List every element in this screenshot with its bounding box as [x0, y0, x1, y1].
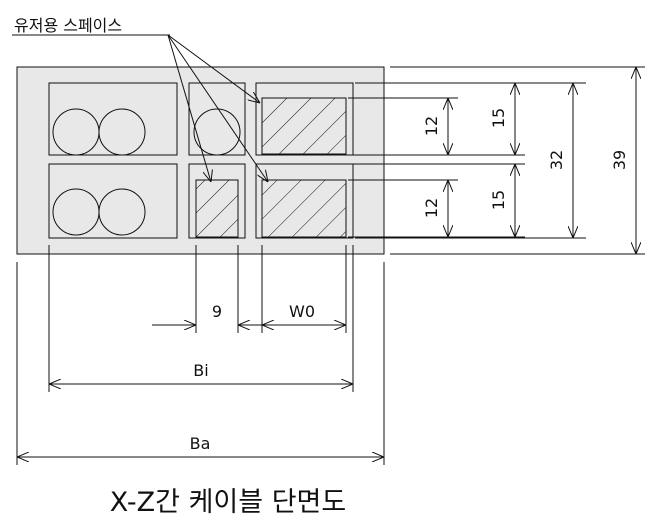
- user-space-top-right: [261, 97, 347, 155]
- cable-circle: [98, 188, 146, 236]
- cable-circle: [98, 108, 146, 156]
- user-space-bottom-mid: [195, 179, 239, 238]
- dim-15-top: 15: [489, 108, 508, 128]
- callout-arrows: [167, 34, 268, 182]
- figure-caption: X-Z간 케이블 단면도: [110, 487, 346, 518]
- dim-bi: Bi: [193, 361, 208, 380]
- dim-12-bottom: 12: [422, 198, 441, 218]
- dim-39: 39: [610, 150, 629, 170]
- chamber-bottom-right: [255, 163, 354, 239]
- chamber-bottom-left: [48, 163, 178, 239]
- user-space-bottom-right: [261, 179, 347, 238]
- dim-32: 32: [547, 150, 566, 170]
- dim-15-bottom: 15: [489, 190, 508, 210]
- horizontal-extension-lines: [16, 245, 385, 465]
- dim-ba: Ba: [190, 434, 211, 453]
- chamber-bottom-mid: [188, 163, 246, 239]
- dim-9: 9: [212, 302, 222, 321]
- user-space-label: 유저용 스페이스: [14, 16, 122, 35]
- vertical-dimension-lines: [448, 67, 636, 254]
- chamber-top-right: [255, 82, 354, 156]
- chamber-top-left: [48, 82, 178, 156]
- vertical-extension-lines: [348, 66, 645, 255]
- horizontal-dimension-lines: [17, 325, 384, 457]
- dim-w0: W0: [289, 302, 315, 321]
- cable-circle: [193, 108, 241, 156]
- dim-12-top: 12: [422, 116, 441, 136]
